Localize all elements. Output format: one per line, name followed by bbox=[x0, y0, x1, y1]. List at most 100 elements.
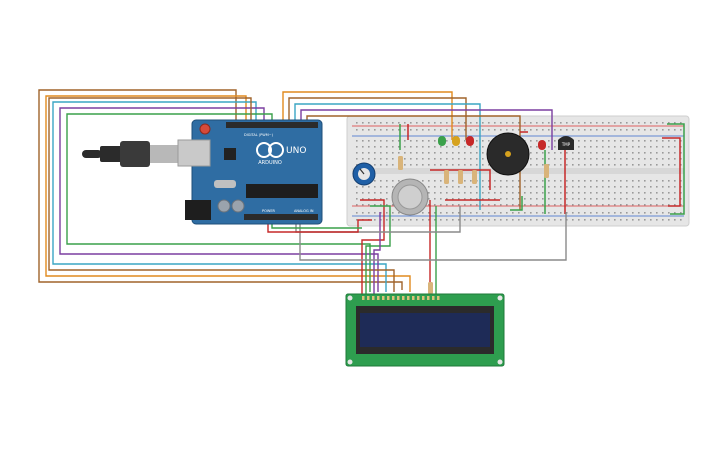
breadboard-hole bbox=[560, 204, 562, 206]
breadboard-hole bbox=[668, 129, 670, 131]
breadboard-hole bbox=[638, 180, 640, 182]
breadboard-hole bbox=[650, 204, 652, 206]
breadboard-hole bbox=[596, 164, 598, 166]
breadboard-hole bbox=[656, 152, 658, 154]
breadboard-hole bbox=[668, 198, 670, 200]
breadboard-hole bbox=[494, 204, 496, 206]
breadboard-hole bbox=[614, 192, 616, 194]
breadboard-hole bbox=[602, 212, 604, 214]
breadboard-hole bbox=[356, 164, 358, 166]
breadboard-hole bbox=[356, 198, 358, 200]
atmega-chip bbox=[246, 184, 318, 198]
arduino-logo-text: ARDUINO bbox=[258, 160, 282, 166]
tmp-sensor-label: TMP bbox=[561, 142, 571, 147]
breadboard-hole bbox=[446, 122, 448, 124]
temperature-sensor: TMP bbox=[558, 136, 574, 150]
breadboard-hole bbox=[578, 129, 580, 131]
breadboard-hole bbox=[464, 152, 466, 154]
lcd-pin bbox=[412, 296, 415, 300]
breadboard-hole bbox=[404, 152, 406, 154]
breadboard-hole bbox=[398, 146, 400, 148]
breadboard-hole bbox=[620, 140, 622, 142]
breadboard-hole bbox=[452, 129, 454, 131]
breadboard-hole bbox=[650, 180, 652, 182]
breadboard-hole bbox=[434, 204, 436, 206]
breadboard-hole bbox=[644, 212, 646, 214]
breadboard-hole bbox=[674, 140, 676, 142]
breadboard-hole bbox=[470, 212, 472, 214]
breadboard-hole bbox=[644, 180, 646, 182]
breadboard-hole bbox=[566, 129, 568, 131]
breadboard-hole bbox=[584, 140, 586, 142]
breadboard-hole bbox=[644, 146, 646, 148]
breadboard-hole bbox=[506, 129, 508, 131]
breadboard-hole bbox=[488, 204, 490, 206]
breadboard-hole bbox=[392, 186, 394, 188]
breadboard-hole bbox=[548, 219, 550, 221]
lcd-pin bbox=[382, 296, 385, 300]
breadboard-hole bbox=[584, 146, 586, 148]
breadboard-hole bbox=[494, 180, 496, 182]
breadboard-hole bbox=[554, 219, 556, 221]
breadboard-hole bbox=[572, 198, 574, 200]
breadboard-hole bbox=[368, 186, 370, 188]
breadboard-hole bbox=[374, 219, 376, 221]
breadboard-hole bbox=[386, 146, 388, 148]
breadboard-hole bbox=[392, 140, 394, 142]
breadboard-hole bbox=[548, 146, 550, 148]
lcd-pin bbox=[367, 296, 370, 300]
breadboard-hole bbox=[380, 180, 382, 182]
breadboard-hole bbox=[614, 129, 616, 131]
wire-brown-inner bbox=[48, 97, 395, 292]
arduino-uno-board[interactable]: ARDUINO UNO DIGITAL (PWM~) POWER ANALOG … bbox=[177, 119, 323, 225]
breadboard-hole bbox=[596, 192, 598, 194]
breadboard-hole bbox=[536, 158, 538, 160]
breadboard-hole bbox=[512, 219, 514, 221]
breadboard-hole bbox=[494, 198, 496, 200]
breadboard-hole bbox=[566, 158, 568, 160]
breadboard-hole bbox=[356, 129, 358, 131]
breadboard-hole bbox=[380, 146, 382, 148]
breadboard-hole bbox=[428, 146, 430, 148]
potentiometer[interactable] bbox=[352, 162, 376, 186]
breadboard-hole bbox=[578, 140, 580, 142]
breadboard-hole bbox=[674, 180, 676, 182]
piezo-buzzer bbox=[486, 132, 530, 176]
reset-button[interactable] bbox=[199, 123, 211, 135]
breadboard-hole bbox=[626, 212, 628, 214]
breadboard-hole bbox=[680, 212, 682, 214]
breadboard-hole bbox=[620, 204, 622, 206]
breadboard-hole bbox=[356, 146, 358, 148]
breadboard-hole bbox=[560, 212, 562, 214]
breadboard-hole bbox=[422, 212, 424, 214]
breadboard-hole bbox=[536, 180, 538, 182]
breadboard-hole bbox=[620, 186, 622, 188]
breadboard-hole bbox=[554, 152, 556, 154]
lcd-pin bbox=[422, 296, 425, 300]
breadboard-hole bbox=[392, 158, 394, 160]
breadboard-hole bbox=[602, 122, 604, 124]
breadboard-hole bbox=[614, 140, 616, 142]
breadboard-hole bbox=[530, 140, 532, 142]
breadboard-hole bbox=[644, 158, 646, 160]
crystal-oscillator bbox=[214, 180, 236, 188]
breadboard-hole bbox=[626, 180, 628, 182]
breadboard-hole bbox=[554, 212, 556, 214]
breadboard-hole bbox=[422, 129, 424, 131]
breadboard-hole bbox=[554, 186, 556, 188]
breadboard-hole bbox=[440, 164, 442, 166]
breadboard-hole bbox=[380, 192, 382, 194]
leds bbox=[438, 136, 546, 150]
breadboard-hole bbox=[428, 186, 430, 188]
wire-orange-outer bbox=[45, 95, 411, 292]
breadboard-holes bbox=[356, 122, 682, 221]
breadboard-hole bbox=[584, 186, 586, 188]
breadboard-hole bbox=[536, 198, 538, 200]
breadboard-hole bbox=[524, 186, 526, 188]
breadboard-hole bbox=[548, 152, 550, 154]
breadboard-hole bbox=[434, 219, 436, 221]
breadboard-hole bbox=[530, 152, 532, 154]
breadboard-hole bbox=[578, 198, 580, 200]
breadboard-hole bbox=[632, 146, 634, 148]
